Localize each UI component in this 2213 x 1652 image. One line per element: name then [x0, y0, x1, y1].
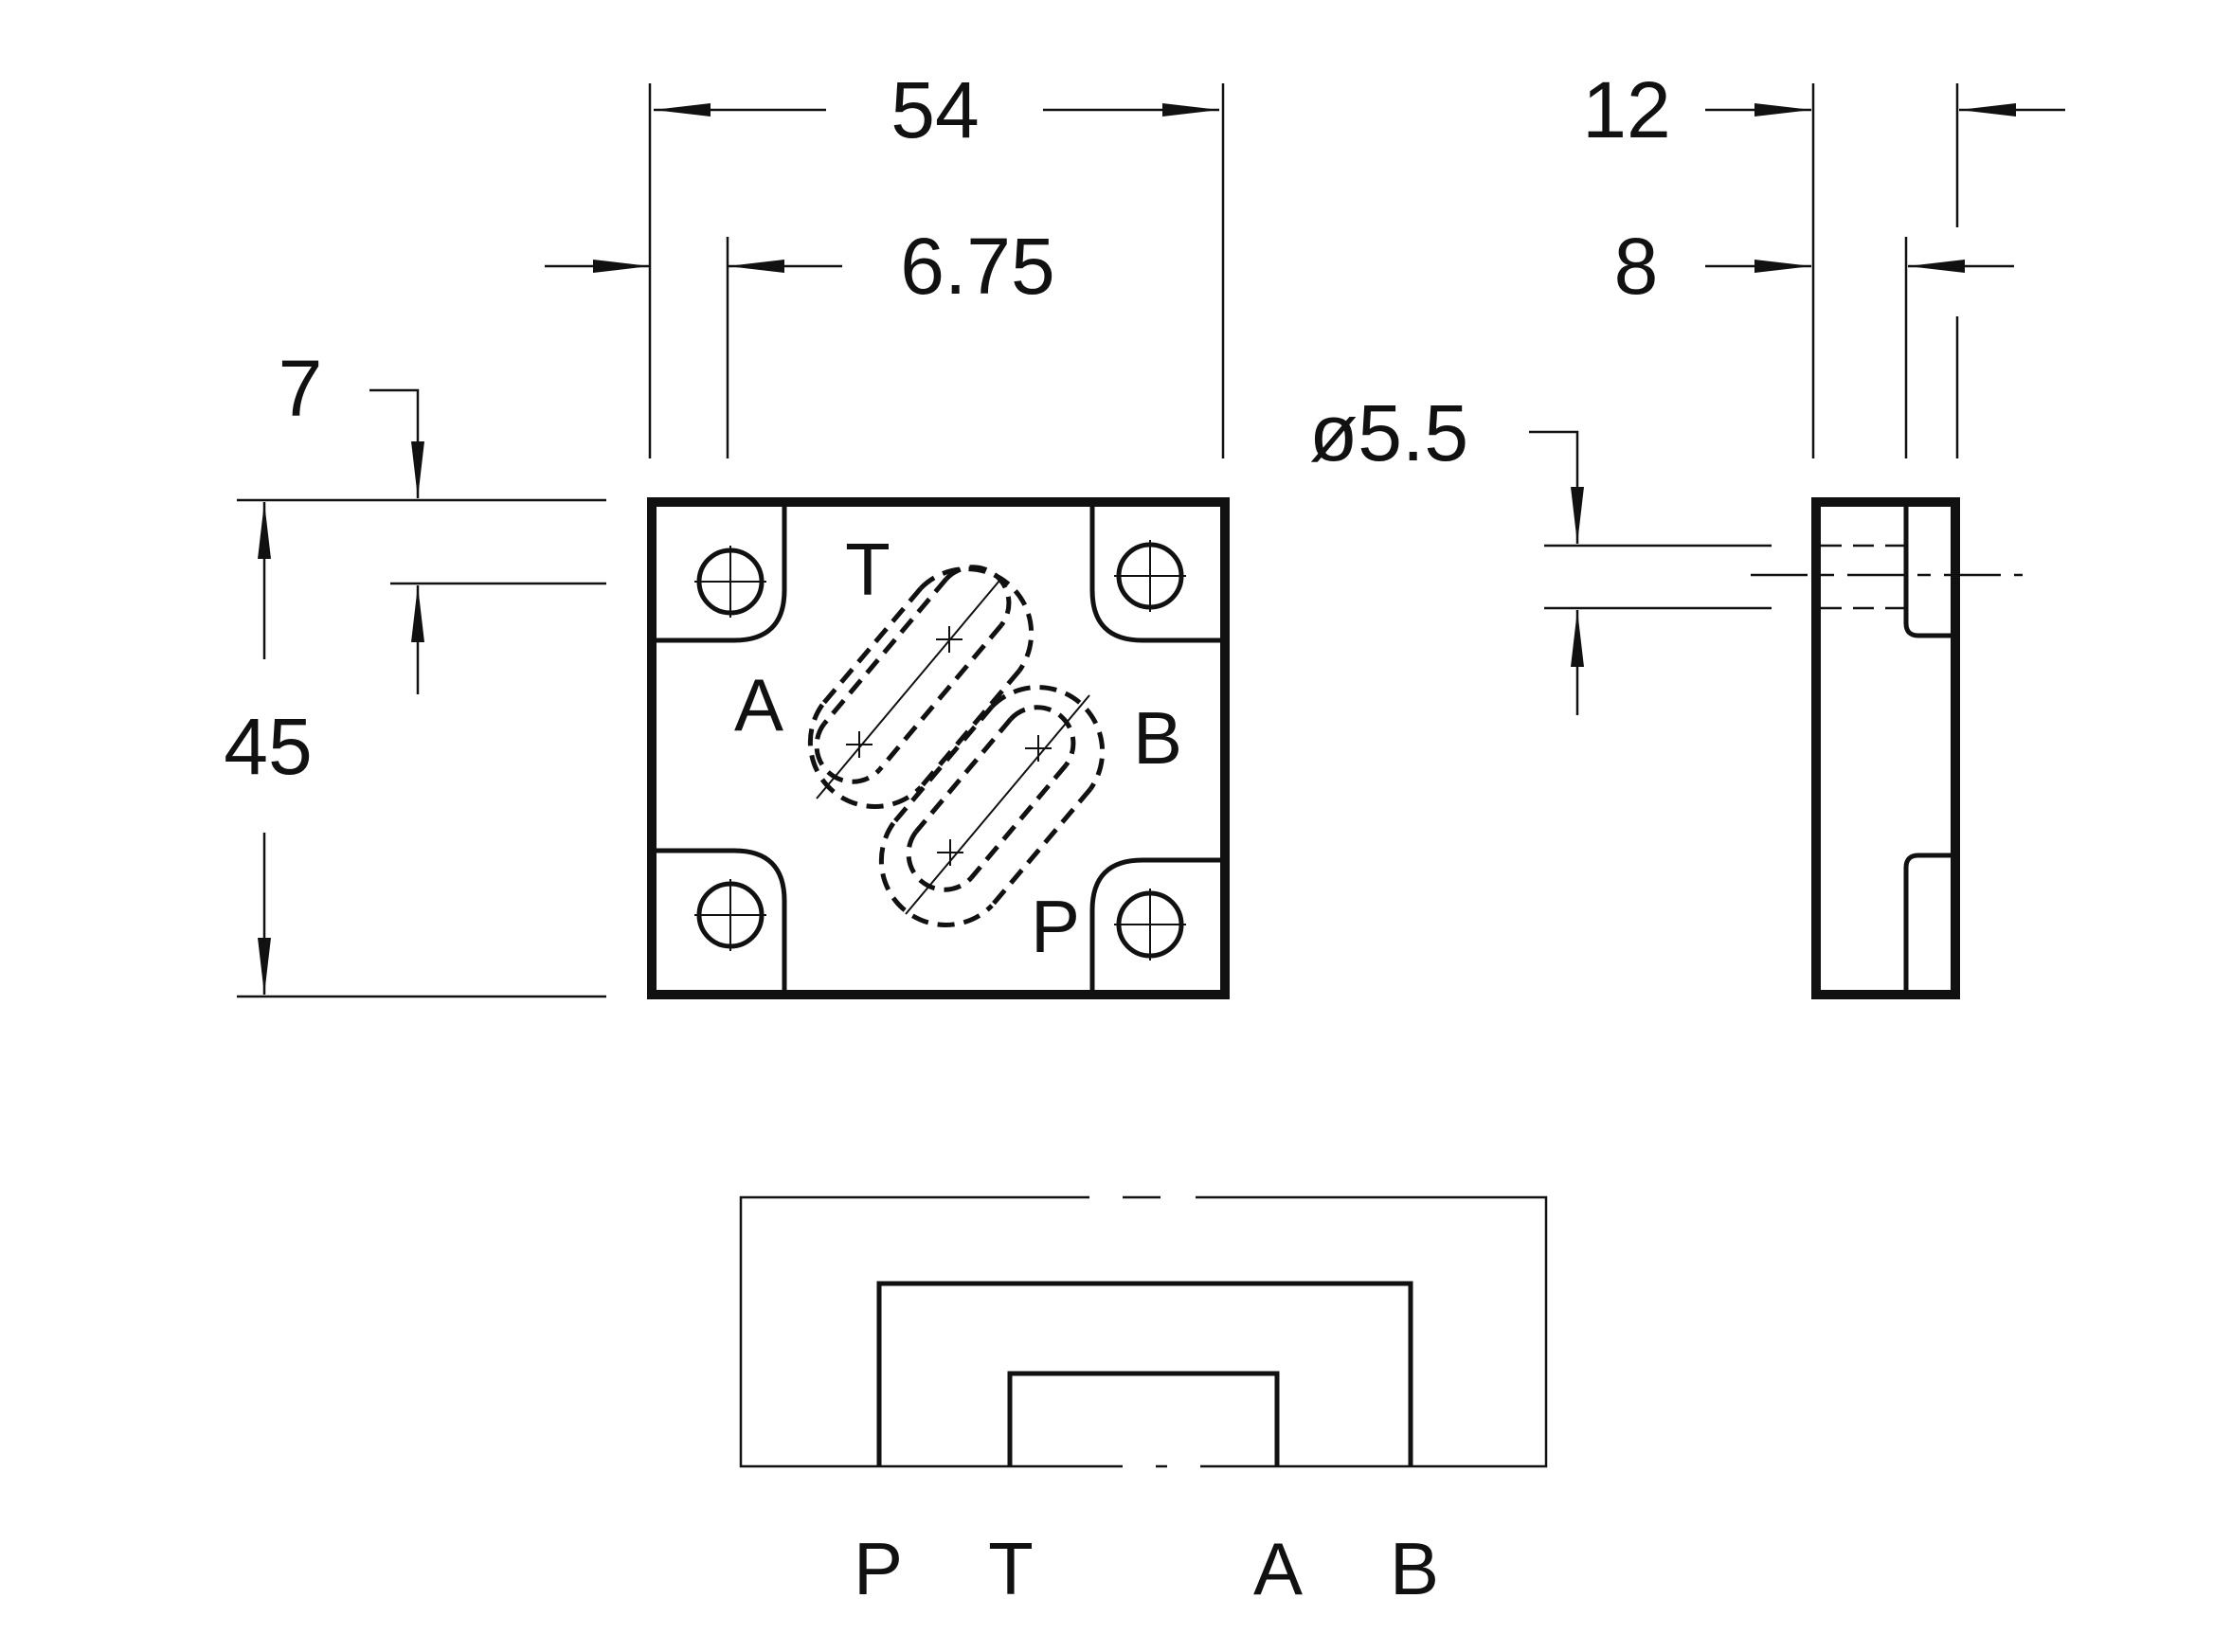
slot-b-p: [878, 685, 1106, 927]
plate-outline: [647, 497, 1230, 999]
mounting-hole-bottom-left: [694, 879, 766, 951]
pocket-bottom-right: [1089, 857, 1220, 990]
dim-hole-diameter: ø5.5: [1309, 388, 1468, 477]
dim-height: 45: [224, 702, 312, 791]
port-label-p: P: [1031, 885, 1080, 968]
port-label-t: T: [845, 528, 891, 611]
dim-width: 54: [891, 65, 979, 154]
passage-p-b: [876, 1281, 1413, 1466]
mounting-hole-top-left: [694, 546, 766, 618]
passage-t-a: [1007, 1371, 1280, 1466]
port-label-b: B: [1133, 696, 1182, 780]
schematic-label-p: P: [854, 1527, 903, 1610]
pocket-bottom-left: [657, 848, 787, 990]
schematic-label-a: A: [1253, 1527, 1303, 1610]
side-outline: [1811, 497, 1960, 999]
side-view-dimensions: 12 8 ø5.5: [1309, 65, 2065, 715]
dim-thickness: 12: [1582, 65, 1670, 154]
schematic-label-t: T: [988, 1527, 1034, 1610]
hydraulic-schematic: P T A B: [739, 1195, 1548, 1610]
top-view: T A B P: [647, 497, 1230, 999]
port-label-a: A: [734, 663, 783, 746]
dim-first-hole-offset: 6.75: [900, 222, 1055, 311]
pocket-top-right: [1089, 507, 1220, 643]
schematic-frame: [739, 1195, 1123, 1468]
mounting-hole-top-right: [1114, 540, 1186, 612]
side-counterbore-top: [1903, 507, 1955, 638]
side-counterbore-bottom: [1903, 853, 1955, 990]
dim-counterbore-depth: 8: [1614, 222, 1659, 311]
pocket-top-left: [657, 507, 787, 643]
top-view-dimensions: 54 6.75 7 45: [224, 65, 1225, 998]
schematic-label-b: B: [1390, 1527, 1439, 1610]
mounting-hole-bottom-right: [1114, 889, 1186, 961]
slot-t-a: [807, 565, 1035, 809]
side-view: [1751, 497, 2023, 999]
dim-vertical-hole-offset: 7: [279, 344, 323, 433]
